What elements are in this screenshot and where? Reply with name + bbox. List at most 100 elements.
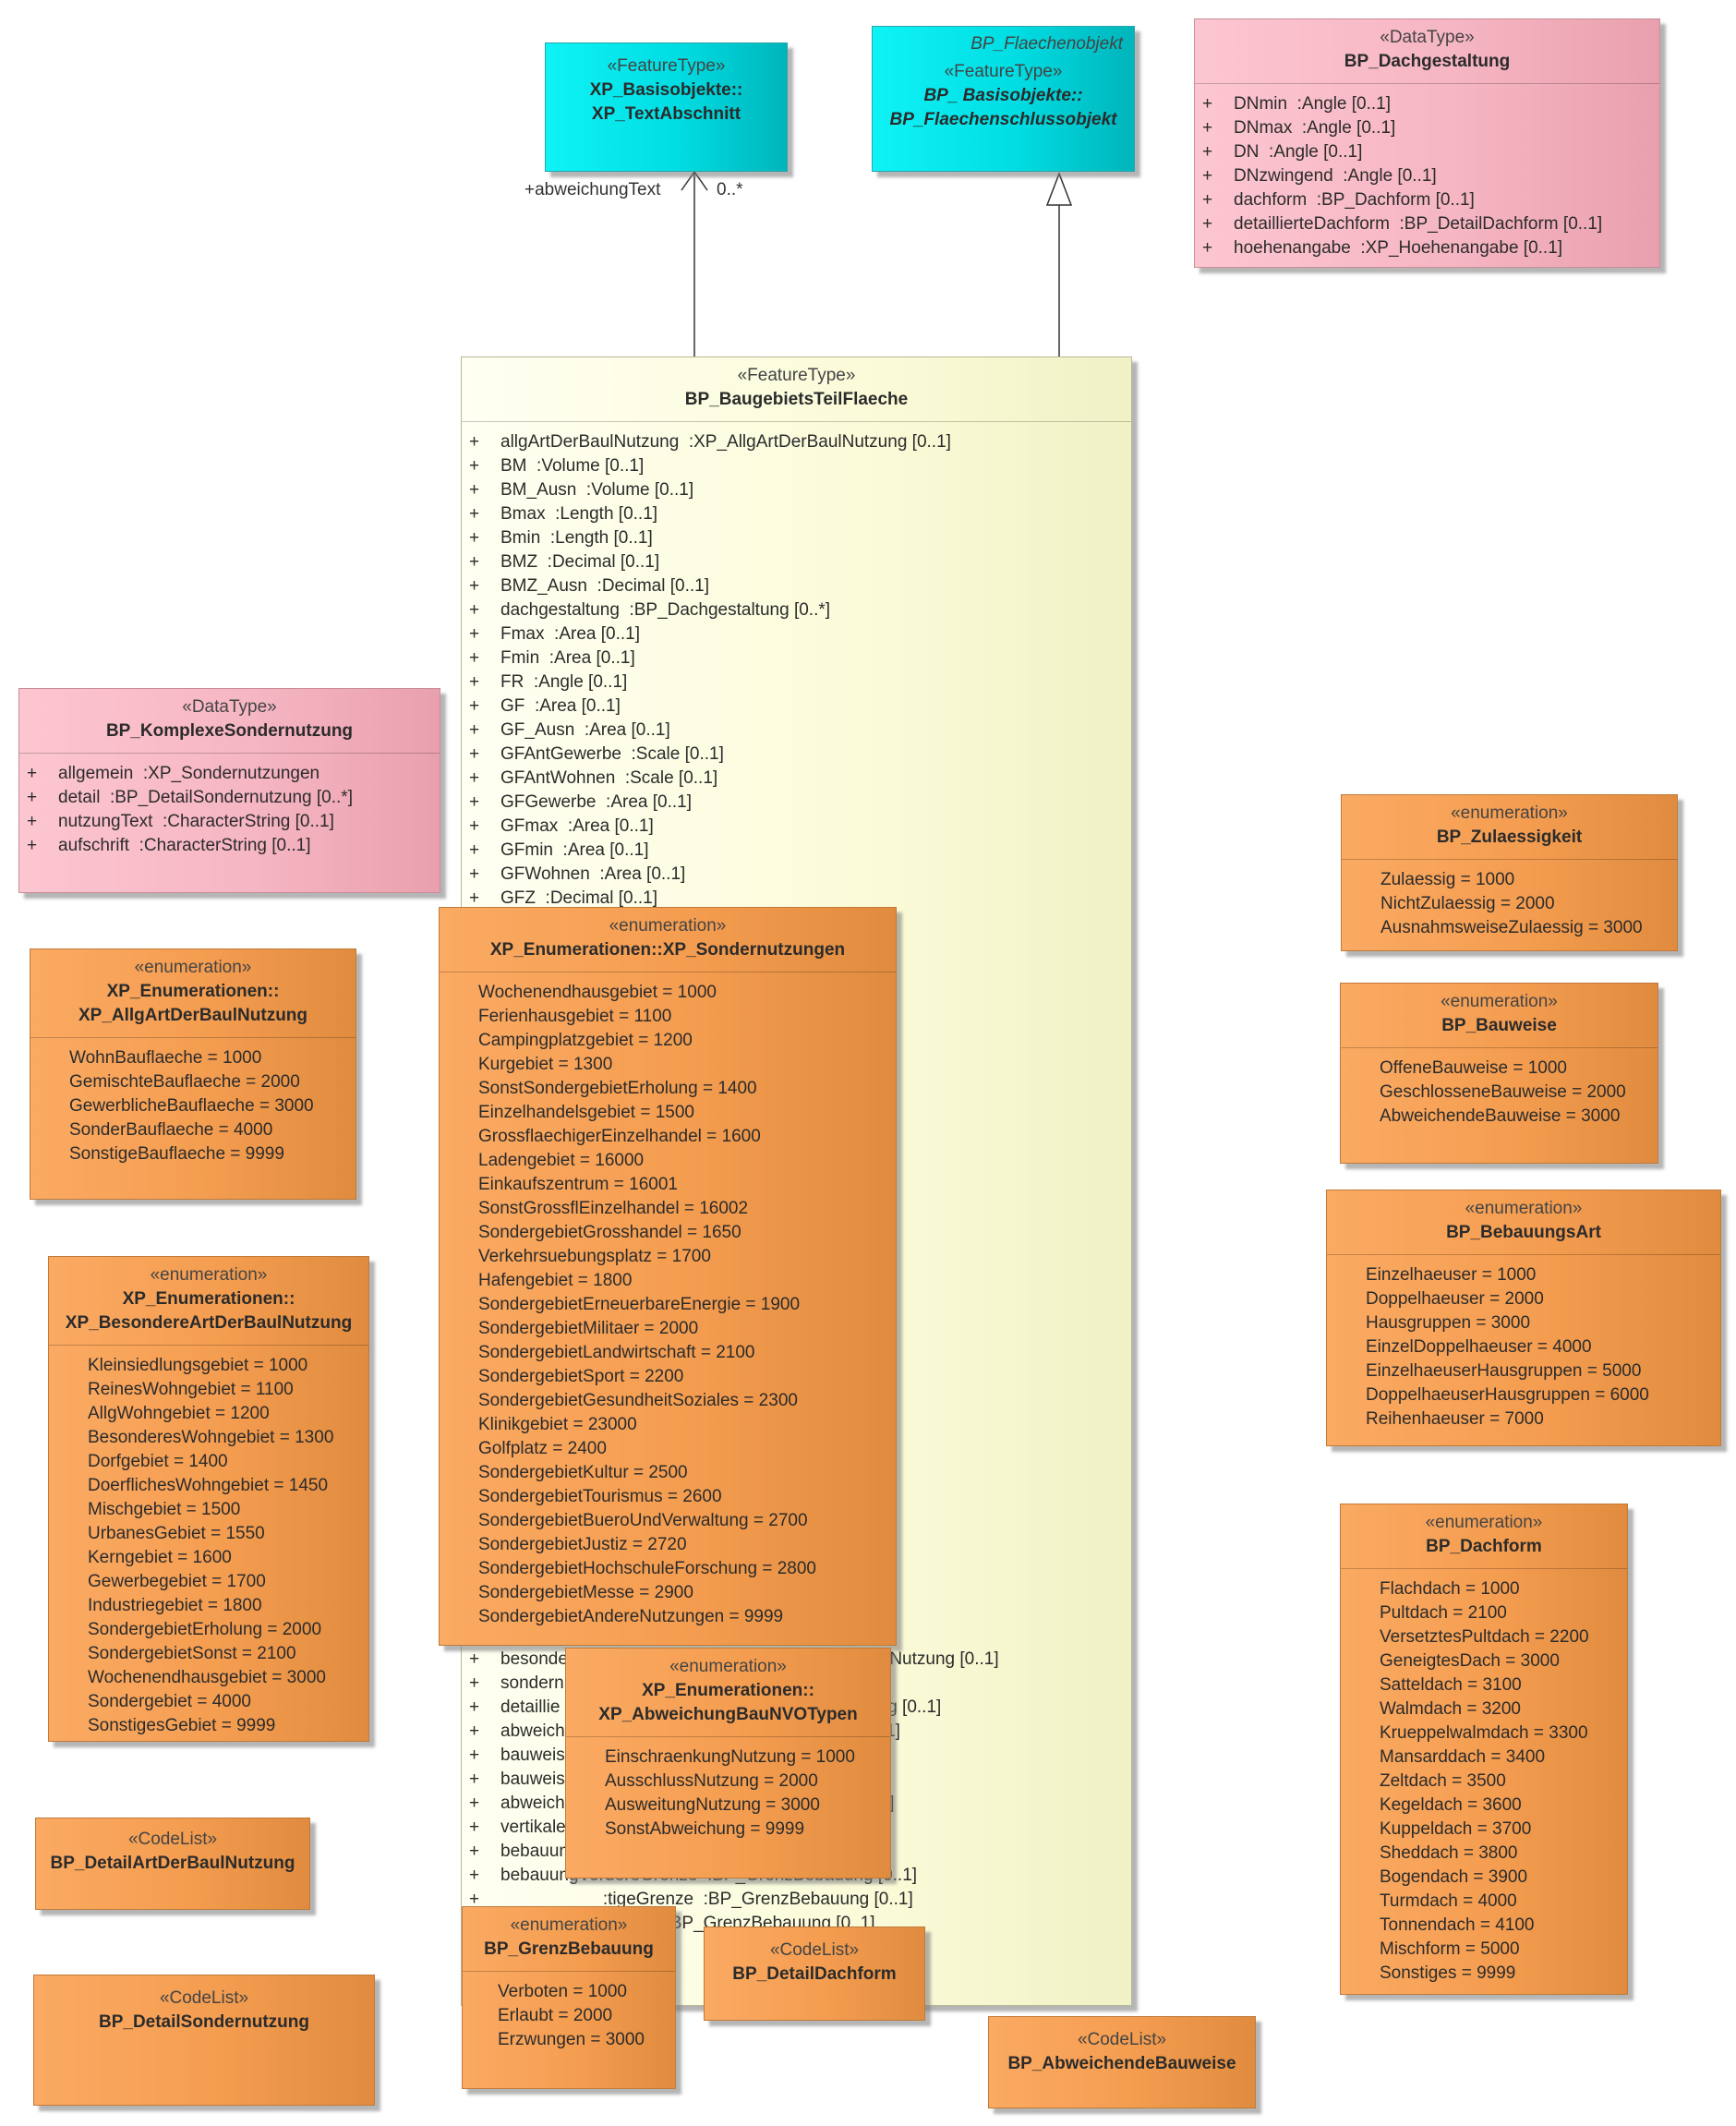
attribute-text: BM :Volume [0..1] <box>500 456 645 476</box>
visibility-marker: + <box>469 1721 480 1741</box>
xp-besondereartderbaulnutzung-enum[interactable]: «enumeration» XP_Enumerationen:: XP_Beso… <box>48 1256 369 1742</box>
xp-abweichungbaunvotypen-enum[interactable]: «enumeration» XP_Enumerationen:: XP_Abwe… <box>565 1648 891 1878</box>
stereotype: «enumeration» <box>150 1265 268 1285</box>
enum-literal: Gewerbegebiet = 1700 <box>88 1572 266 1591</box>
visibility-marker: + <box>469 1770 480 1789</box>
enum-literal: Tonnendach = 4100 <box>1380 1915 1535 1935</box>
attribute-row: +BMZ_Ausn :Decimal [0..1] <box>462 574 1131 598</box>
visibility-marker: + <box>1202 190 1213 210</box>
enum-literal: SondergebietJustiz = 2720 <box>478 1535 687 1554</box>
bp-bebauungsart-enum[interactable]: «enumeration» BP_BebauungsArt Einzelhaeu… <box>1326 1190 1721 1446</box>
visibility-marker: + <box>469 672 480 692</box>
enum-literal: AbweichendeBauweise = 3000 <box>1380 1106 1621 1126</box>
class-name-line2: XP_AbweichungBauNVOTypen <box>598 1705 858 1724</box>
generalization-arrowhead <box>1045 171 1073 206</box>
class-name-line1: XP_Enumerationen:: <box>122 1289 295 1309</box>
visibility-marker: + <box>469 576 480 596</box>
enum-literal: SonstGrossflEinzelhandel = 16002 <box>478 1199 749 1218</box>
enum-literal: BesonderesWohngebiet = 1300 <box>88 1428 334 1447</box>
visibility-marker: + <box>469 480 480 500</box>
class-name-line2: XP_AllgArtDerBaulNutzung <box>78 1006 308 1025</box>
attribute-row: +bauweis <box>462 1744 999 1768</box>
association-arrowhead <box>681 170 708 191</box>
class-name: BP_Dachform <box>1426 1537 1542 1556</box>
xp-allgartderbaulnutzung-enum[interactable]: «enumeration» XP_Enumerationen:: XP_Allg… <box>30 948 356 1200</box>
class-name: BP_BebauungsArt <box>1446 1223 1601 1242</box>
attribute-text: BM_Ausn :Volume [0..1] <box>500 480 694 500</box>
enum-literal: Campingplatzgebiet = 1200 <box>478 1031 693 1050</box>
stereotype: «enumeration» <box>1465 1199 1583 1218</box>
visibility-marker: + <box>27 812 38 831</box>
class-name: BP_AbweichendeBauweise <box>1007 2054 1236 2073</box>
visibility-marker: + <box>469 792 480 812</box>
attribute-row: +hoehenangabe :XP_Hoehenangabe [0..1] <box>1195 236 1659 260</box>
visibility-marker: + <box>469 888 480 908</box>
enum-literal: SondergebietMilitaer = 2000 <box>478 1319 699 1338</box>
enum-literal: EinschraenkungNutzung = 1000 <box>605 1747 855 1767</box>
xp-sondernutzungen-enum[interactable]: «enumeration» XP_Enumerationen::XP_Sonde… <box>439 907 897 1646</box>
enum-literal: SondergebietErneuerbareEnergie = 1900 <box>478 1295 801 1314</box>
stereotype: «enumeration» <box>609 916 727 936</box>
attribute-text: DN :Angle [0..1] <box>1234 142 1363 162</box>
enum-literal: Erzwungen = 3000 <box>498 2030 645 2049</box>
attribute-text: Bmin :Length [0..1] <box>500 528 653 548</box>
attribute-text: GFZ :Decimal [0..1] <box>500 888 657 908</box>
bp-detailsondernutzung-codelist[interactable]: «CodeList» BP_DetailSondernutzung <box>33 1975 375 2106</box>
xp-textabschnitt-class[interactable]: «FeatureType» XP_Basisobjekte:: XP_TextA… <box>545 42 788 172</box>
stereotype: «enumeration» <box>1425 1513 1543 1532</box>
attribute-row: + :tigeGrenze :BP_GrenzBebauung [0..1] <box>462 1888 999 1912</box>
attribute-row: + BM_Ausn :Volume [0..1] <box>462 478 1131 502</box>
attribute-row: +Bmax :Length [0..1] <box>462 502 1131 526</box>
bp-grenzbebauung-enum[interactable]: «enumeration» BP_GrenzBebauung Verboten … <box>462 1906 676 2089</box>
bp-abweichendebauweise-codelist[interactable]: «CodeList» BP_AbweichendeBauweise <box>988 2016 1256 2108</box>
bp-komplexesondernutzung-datatype[interactable]: «DataType» BP_KomplexeSondernutzung +all… <box>18 688 440 893</box>
enum-literal: GemischteBauflaeche = 2000 <box>69 1072 300 1092</box>
attribute-text: GFGewerbe :Area [0..1] <box>500 792 692 812</box>
attribute-row: +allgArtDerBaulNutzung :XP_AllgArtDerBau… <box>462 430 1131 454</box>
enum-literal: DoppelhaeuserHausgruppen = 6000 <box>1366 1385 1649 1405</box>
enum-literal: Doppelhaeuser = 2000 <box>1366 1289 1544 1309</box>
enum-literal: SondergebietErholung = 2000 <box>88 1620 322 1639</box>
bp-detaildachform-codelist[interactable]: «CodeList» BP_DetailDachform <box>704 1927 925 2021</box>
enum-literal: Mischgebiet = 1500 <box>88 1500 241 1519</box>
bp-detailartderbaulnutzung-codelist[interactable]: «CodeList» BP_DetailArtDerBaulNutzung <box>35 1818 310 1910</box>
class-name: BP_KomplexeSondernutzung <box>105 721 354 741</box>
bp-bauweise-enum[interactable]: «enumeration» BP_Bauweise OffeneBauweise… <box>1340 983 1658 1164</box>
attribute-row: +vertikale <box>462 1816 999 1840</box>
enum-literal: SondergebietLandwirtschaft = 2100 <box>478 1343 755 1362</box>
class-name: BP_Zulaessigkeit <box>1436 827 1583 847</box>
visibility-marker: + <box>469 432 480 452</box>
stereotype: «CodeList» <box>159 1988 249 2008</box>
attribute-text: Fmin :Area [0..1] <box>500 648 635 668</box>
visibility-marker: + <box>1202 94 1213 114</box>
class-name: BP_BaugebietsTeilFlaeche <box>684 390 909 409</box>
enum-literal: Industriegebiet = 1800 <box>88 1596 262 1615</box>
enum-literal: SondergebietKultur = 2500 <box>478 1463 688 1482</box>
enum-literal: Kerngebiet = 1600 <box>88 1548 232 1567</box>
stereotype: «enumeration» <box>134 958 252 977</box>
stereotype: «DataType» <box>182 697 277 717</box>
attribute-text: GFmin :Area [0..1] <box>500 840 649 860</box>
bp-dachform-enum[interactable]: «enumeration» BP_Dachform Flachdach = 10… <box>1340 1504 1628 1995</box>
enum-literal: Kuppeldach = 3700 <box>1380 1819 1532 1839</box>
bp-flaechenschlussobjekt-class[interactable]: BP_Flaechenobjekt «FeatureType» BP_ Basi… <box>872 26 1135 172</box>
attribute-row: +DNmin :Angle [0..1] <box>1195 92 1659 116</box>
visibility-marker: + <box>469 528 480 548</box>
bp-dachgestaltung-datatype[interactable]: «DataType» BP_Dachgestaltung +DNmin :Ang… <box>1194 18 1660 268</box>
stereotype: «CodeList» <box>1077 2030 1167 2049</box>
bp-zulaessigkeit-enum[interactable]: «enumeration» BP_Zulaessigkeit Zulaessig… <box>1341 794 1678 951</box>
attribute-text: bauweis <box>500 1770 565 1789</box>
stereotype: «enumeration» <box>510 1915 628 1935</box>
enum-literal: Ferienhausgebiet = 1100 <box>478 1007 672 1026</box>
attribute-row: +DN :Angle [0..1] <box>1195 140 1659 164</box>
visibility-marker: + <box>469 1794 480 1813</box>
visibility-marker: + <box>469 1818 480 1837</box>
attribute-text: bauweis <box>500 1745 565 1765</box>
attribute-list: +DNmin :Angle [0..1]+DNmax :Angle [0..1]… <box>1195 84 1659 260</box>
enum-literal: Satteldach = 3100 <box>1380 1675 1522 1695</box>
